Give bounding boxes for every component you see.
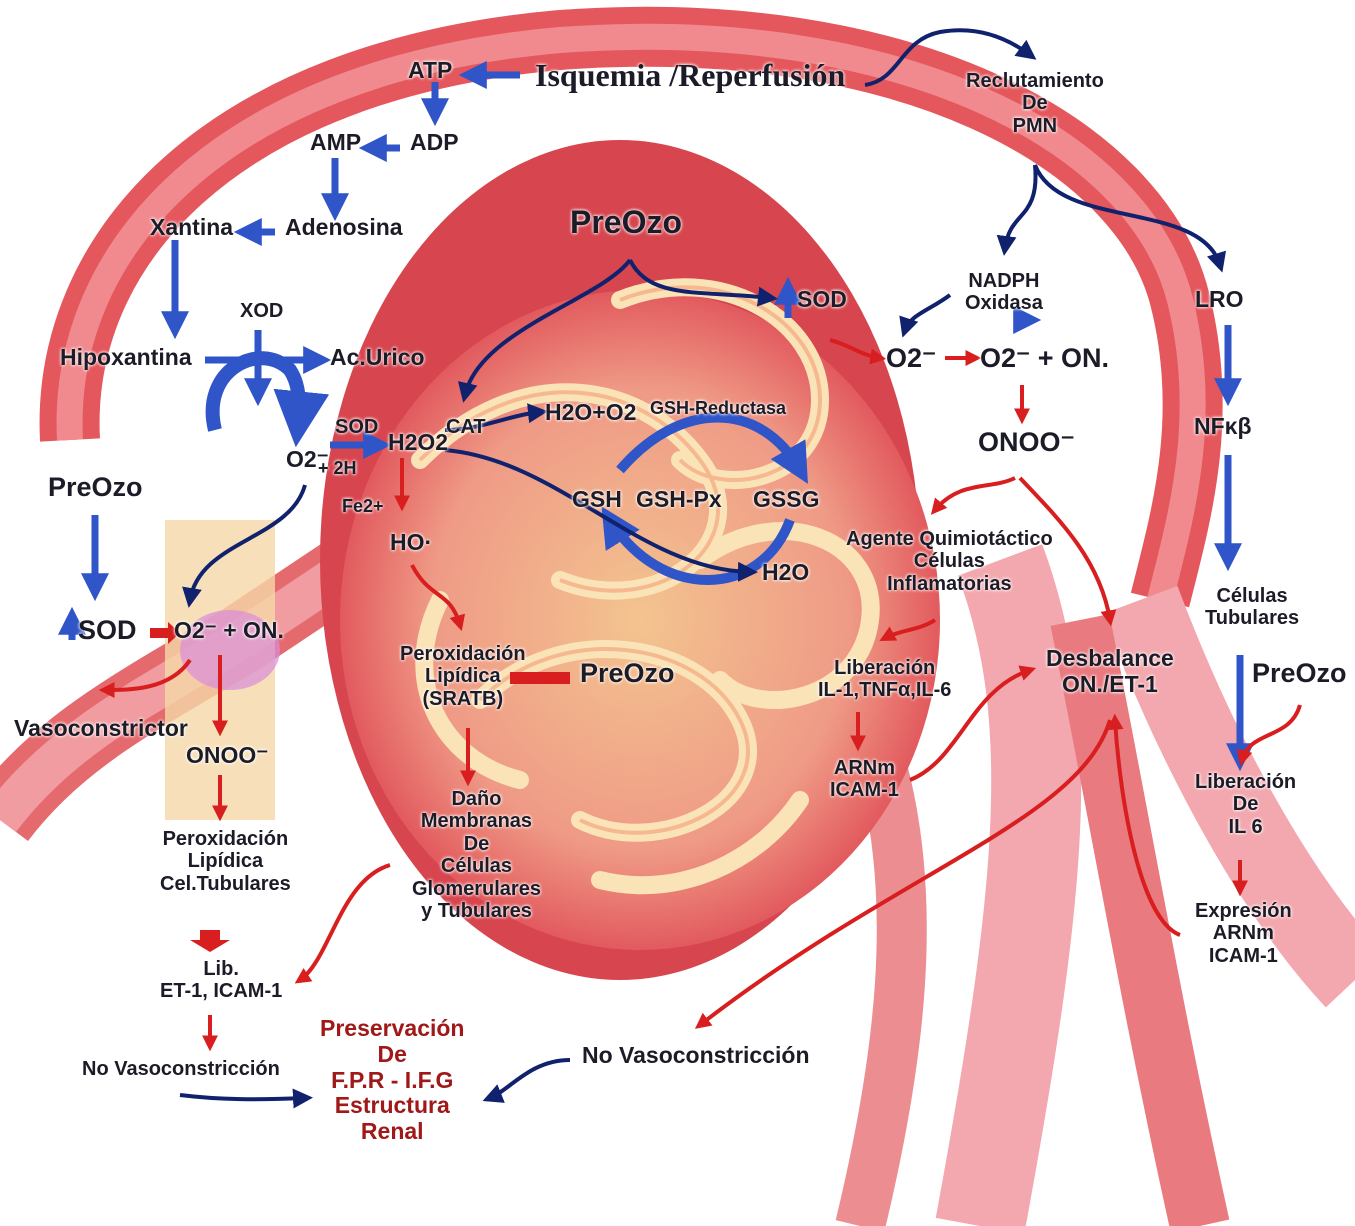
arrow-nadph-o2 (905, 295, 950, 330)
o2-on-left-label: O2⁻ + ON. (174, 618, 284, 644)
amp-label: AMP (310, 130, 361, 156)
arrow-pmn-nadph (1005, 165, 1036, 248)
gsh-px-label: GSH-Px (636, 487, 722, 513)
h2o2-label: H2O2 (388, 430, 448, 456)
lro-label: LRO (1195, 287, 1244, 313)
cat-label: CAT (446, 416, 486, 438)
reclutamiento-label: Reclutamiento De PMN (966, 70, 1104, 137)
agente-label: Agente Quimiotáctico Células Inflamatori… (846, 528, 1053, 595)
liberacion-il-label: Liberación IL-1,TNFα,IL-6 (818, 657, 951, 702)
h2o-label: H2O (762, 560, 809, 586)
fe-label: Fe2+ (342, 496, 384, 516)
ac-urico-label: Ac.Urico (330, 345, 425, 371)
arrow-onoo-agente (935, 478, 1015, 510)
no-vaso-mid-label: No Vasoconstricción (582, 1043, 810, 1069)
preozo-right-label: PreOzo (1252, 658, 1347, 688)
xod-label: XOD (240, 300, 283, 322)
preozo-left-label: PreOzo (48, 472, 143, 502)
expresion-label: Expresión ARNm ICAM-1 (1195, 900, 1292, 967)
arrow-novaso-left-preservacion (180, 1095, 305, 1099)
ho-label: HO· (390, 530, 432, 556)
dano-label: Daño Membranas De Células Glomerulares y… (412, 788, 541, 922)
adenosina-label: Adenosina (285, 215, 403, 241)
arnm-icam-label: ARNm ICAM-1 (830, 757, 899, 802)
onoo-left-label: ONOO⁻ (186, 743, 268, 769)
preservacion-label: Preservación De F.P.R - I.F.G Estructura… (320, 1016, 464, 1145)
lib-left-label: Lib. ET-1, ICAM-1 (160, 958, 282, 1003)
onoo-right-label: ONOO⁻ (978, 427, 1075, 457)
nfkb-label: NFκβ (1194, 414, 1252, 440)
h2o-o2-label: H2O+O2 (545, 400, 636, 426)
atp-label: ATP (408, 58, 452, 84)
celulas-tub-label: Células Tubulares (1205, 585, 1299, 630)
xantina-label: Xantina (150, 215, 233, 241)
desbalance-label: Desbalance ON./ET-1 (1046, 646, 1174, 698)
preozo-top-label: PreOzo (570, 205, 682, 241)
perox-left-label: Peroxidación Lipídica Cel.Tubulares (160, 828, 291, 895)
gssg-label: GSSG (753, 487, 819, 513)
no-vaso-left-label: No Vasoconstricción (82, 1058, 280, 1080)
adp-label: ADP (410, 130, 459, 156)
o2-right-label: O2⁻ (886, 343, 936, 373)
sod-mid-label: SOD (335, 416, 378, 438)
o2-on-right-label: O2⁻ + ON. (980, 343, 1109, 373)
perox-mid-label: Peroxidación Lipídica (SRATB) (400, 643, 526, 710)
vasoconstrictor-label: Vasoconstrictor (14, 716, 188, 742)
gsh-label: GSH (572, 487, 622, 513)
gsh-reductasa-label: GSH-Reductasa (650, 398, 786, 418)
arrow-perox-lib (190, 930, 230, 952)
arrow-novaso-mid-preservacion (490, 1060, 570, 1098)
liberacion-il6-label: Liberación De IL 6 (1195, 771, 1296, 838)
nadph-label: NADPH Oxidasa (965, 270, 1043, 315)
hipoxantina-label: Hipoxantina (60, 345, 192, 371)
preozo-mid-label: PreOzo (580, 658, 675, 688)
plus-2h-label: + 2H (318, 458, 357, 478)
arrow-preozo-liberacion-il6 (1242, 705, 1300, 760)
arrow-dano-preservacion (300, 865, 390, 980)
sod-top-label: SOD (797, 287, 847, 313)
isquemia-label: Isquemia /Reperfusión (535, 58, 845, 94)
sod-left-label: SOD (78, 615, 137, 645)
efferent-vessel-1 (980, 560, 1036, 1226)
